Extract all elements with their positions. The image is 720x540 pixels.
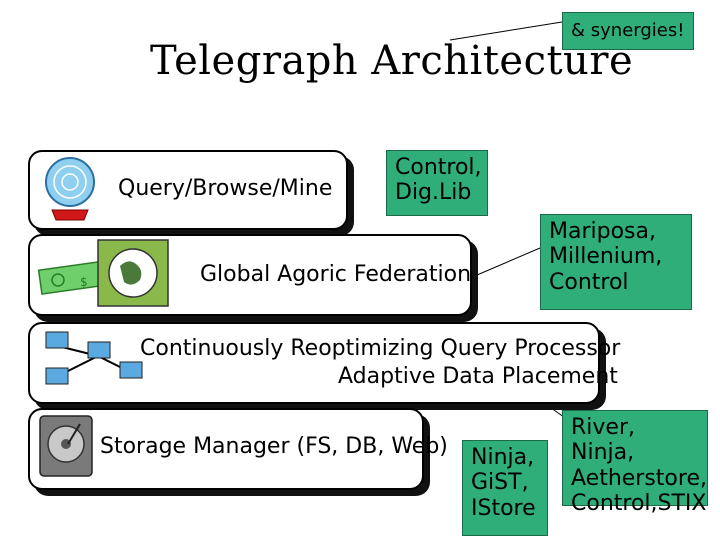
- note-river-line3: Control,STIX: [571, 490, 707, 516]
- note-ninja-gist: Ninja, GiST, IStore: [462, 440, 548, 536]
- note-mariposa-line3: Control: [549, 269, 629, 295]
- connector-federation-mariposa: [469, 247, 541, 279]
- layer-storage-label: Storage Manager (FS, DB, Web): [100, 434, 448, 459]
- note-ninja-line2: GiST,: [471, 470, 529, 496]
- layer-federation-label: Global Agoric Federation: [200, 262, 472, 287]
- note-mariposa-line1: Mariposa,: [549, 219, 656, 244]
- crystal-ball-icon: [40, 152, 100, 224]
- note-river-line1: River, Ninja,: [571, 415, 635, 466]
- note-ninja-line1: Ninja,: [471, 445, 535, 470]
- note-control-line2: Dig.Lib: [395, 180, 472, 206]
- note-river-line2: Aetherstore,: [571, 465, 707, 491]
- layer-processor-label-line1: Continuously Reoptimizing Query Processo…: [140, 336, 621, 361]
- note-ninja-line3: IStore: [471, 495, 536, 521]
- synergies-note-text: & synergies!: [571, 20, 685, 41]
- note-mariposa: Mariposa, Millenium, Control: [540, 214, 692, 310]
- layer-storage-manager: [28, 408, 424, 490]
- note-control-line1: Control,: [395, 155, 482, 180]
- layer-processor-label-line2: Adaptive Data Placement: [338, 364, 618, 389]
- note-river: River, Ninja, Aetherstore, Control,STIX: [562, 410, 708, 516]
- note-control-diglib: Control, Dig.Lib: [386, 150, 488, 216]
- note-mariposa-line2: Millenium,: [549, 244, 663, 270]
- page-title: Telegraph Architecture: [150, 38, 634, 84]
- svg-text:$: $: [80, 275, 88, 289]
- synergies-note: & synergies!: [562, 12, 694, 50]
- hard-drive-icon: [36, 410, 98, 482]
- money-globe-icon: $: [36, 236, 176, 310]
- layer-query-label: Query/Browse/Mine: [118, 176, 333, 201]
- networked-computers-icon: [38, 326, 148, 396]
